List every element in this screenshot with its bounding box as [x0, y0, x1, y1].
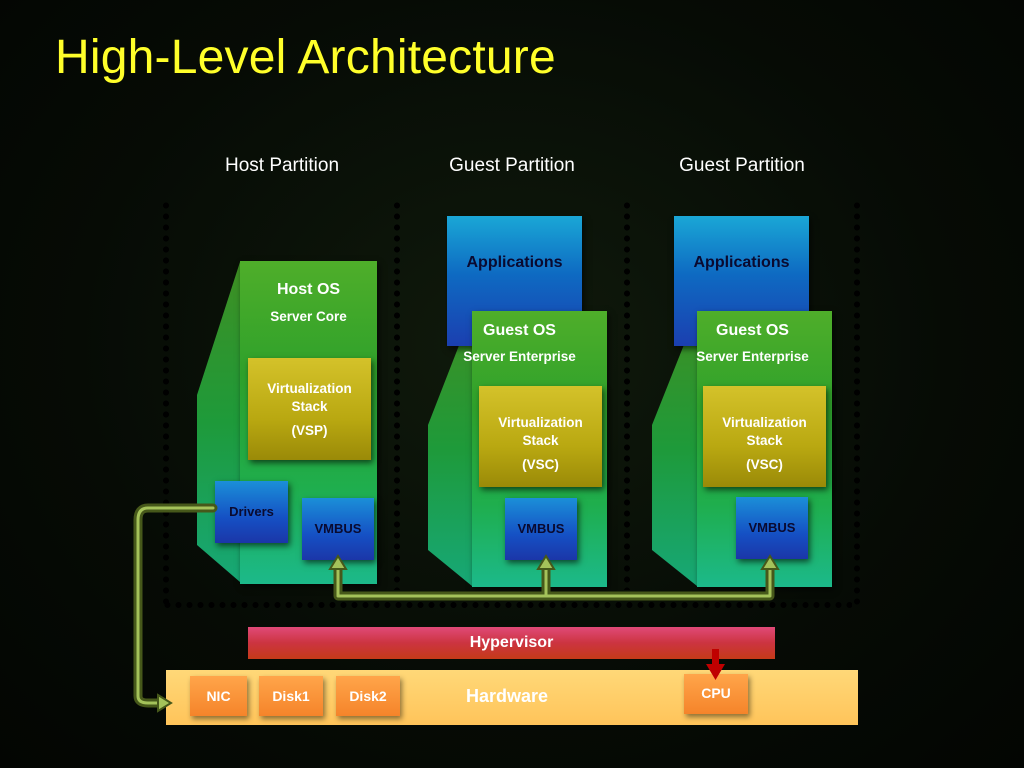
vstack-line: Stack: [291, 399, 328, 414]
disk2-device: Disk2: [336, 676, 400, 716]
guest2-os-subtitle: Server Enterprise: [696, 349, 809, 364]
partition-divider: [162, 200, 170, 608]
vstack-line: Virtualization: [267, 381, 352, 396]
hypervisor-bar: Hypervisor: [248, 627, 775, 659]
partition-bottom-divider: [162, 601, 852, 609]
hardware-label: Hardware: [466, 686, 549, 706]
cpu-device: CPU: [684, 674, 748, 714]
guest1-os-title: Guest OS: [483, 322, 556, 339]
vstack-line: Stack: [746, 433, 783, 448]
guest2-vmbus-box: VMBUS: [736, 497, 808, 559]
guest-partition-label-1: Guest Partition: [449, 155, 575, 176]
host-os-title: Host OS: [276, 281, 341, 298]
vstack-line: (VSC): [746, 457, 783, 472]
guest2-virtualization-stack: Virtualization Stack (VSC): [703, 386, 826, 487]
partition-divider: [853, 200, 861, 608]
guest1-vmbus-box: VMBUS: [505, 498, 577, 560]
partition-divider: [393, 200, 401, 590]
vstack-line: Virtualization: [722, 415, 807, 430]
guest2-os-title: Guest OS: [716, 322, 789, 339]
vstack-line: Virtualization: [498, 415, 583, 430]
vstack-line: Stack: [522, 433, 559, 448]
guest1-virtualization-stack: Virtualization Stack (VSC): [479, 386, 602, 487]
vstack-line: (VSP): [291, 423, 328, 438]
host-virtualization-stack: Virtualization Stack (VSP): [248, 358, 371, 460]
drivers-box: Drivers: [215, 481, 288, 543]
host-partition-label: Host Partition: [224, 155, 340, 176]
disk1-device: Disk1: [259, 676, 323, 716]
nic-device: NIC: [190, 676, 247, 716]
guest-partition-label-2: Guest Partition: [679, 155, 805, 176]
partition-divider: [623, 200, 631, 590]
host-os-subtitle: Server Core: [270, 309, 347, 324]
vstack-line: (VSC): [522, 457, 559, 472]
host-vmbus-box: VMBUS: [302, 498, 374, 560]
guest1-os-subtitle: Server Enterprise: [463, 349, 576, 364]
page-title: High-Level Architecture: [55, 31, 556, 84]
